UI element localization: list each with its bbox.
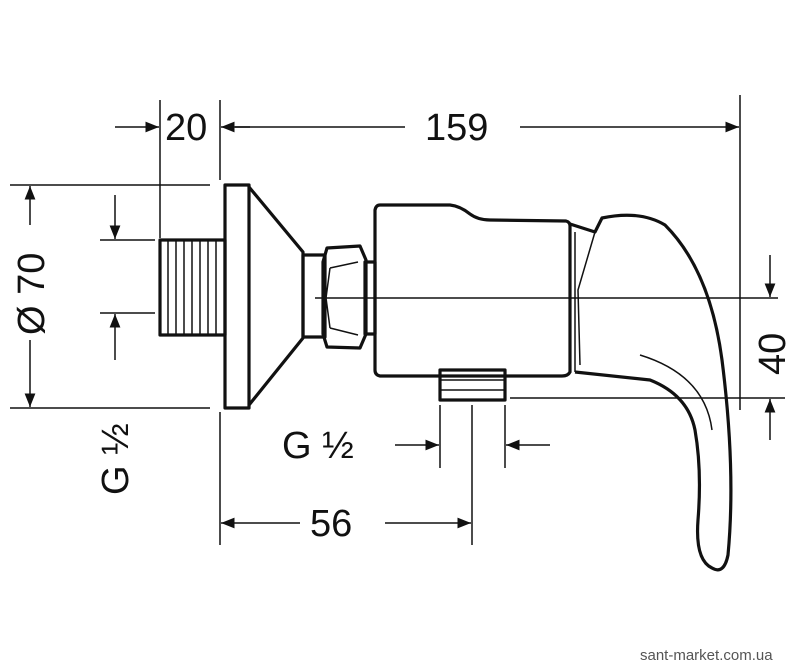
extension-lines xyxy=(10,95,785,545)
mixer-body xyxy=(373,203,572,378)
dim-outlet-offset: 40 xyxy=(752,333,794,375)
watermark: sant-market.com.ua xyxy=(640,647,773,664)
outlet-thread xyxy=(438,368,507,402)
hex-nut xyxy=(301,244,377,350)
dim-flange-diameter: Ø 70 xyxy=(11,253,53,335)
wall-flange xyxy=(223,183,305,410)
lever-handle xyxy=(569,213,733,572)
dimension-lines xyxy=(24,121,776,529)
dim-outlet-distance: 56 xyxy=(310,503,352,545)
dim-total-length: 159 xyxy=(425,107,488,149)
dim-inlet-thread: G ½ xyxy=(95,423,137,495)
inlet-thread xyxy=(158,238,227,337)
dim-flange-depth: 20 xyxy=(165,107,207,149)
dim-outlet-thread: G ½ xyxy=(282,425,354,467)
